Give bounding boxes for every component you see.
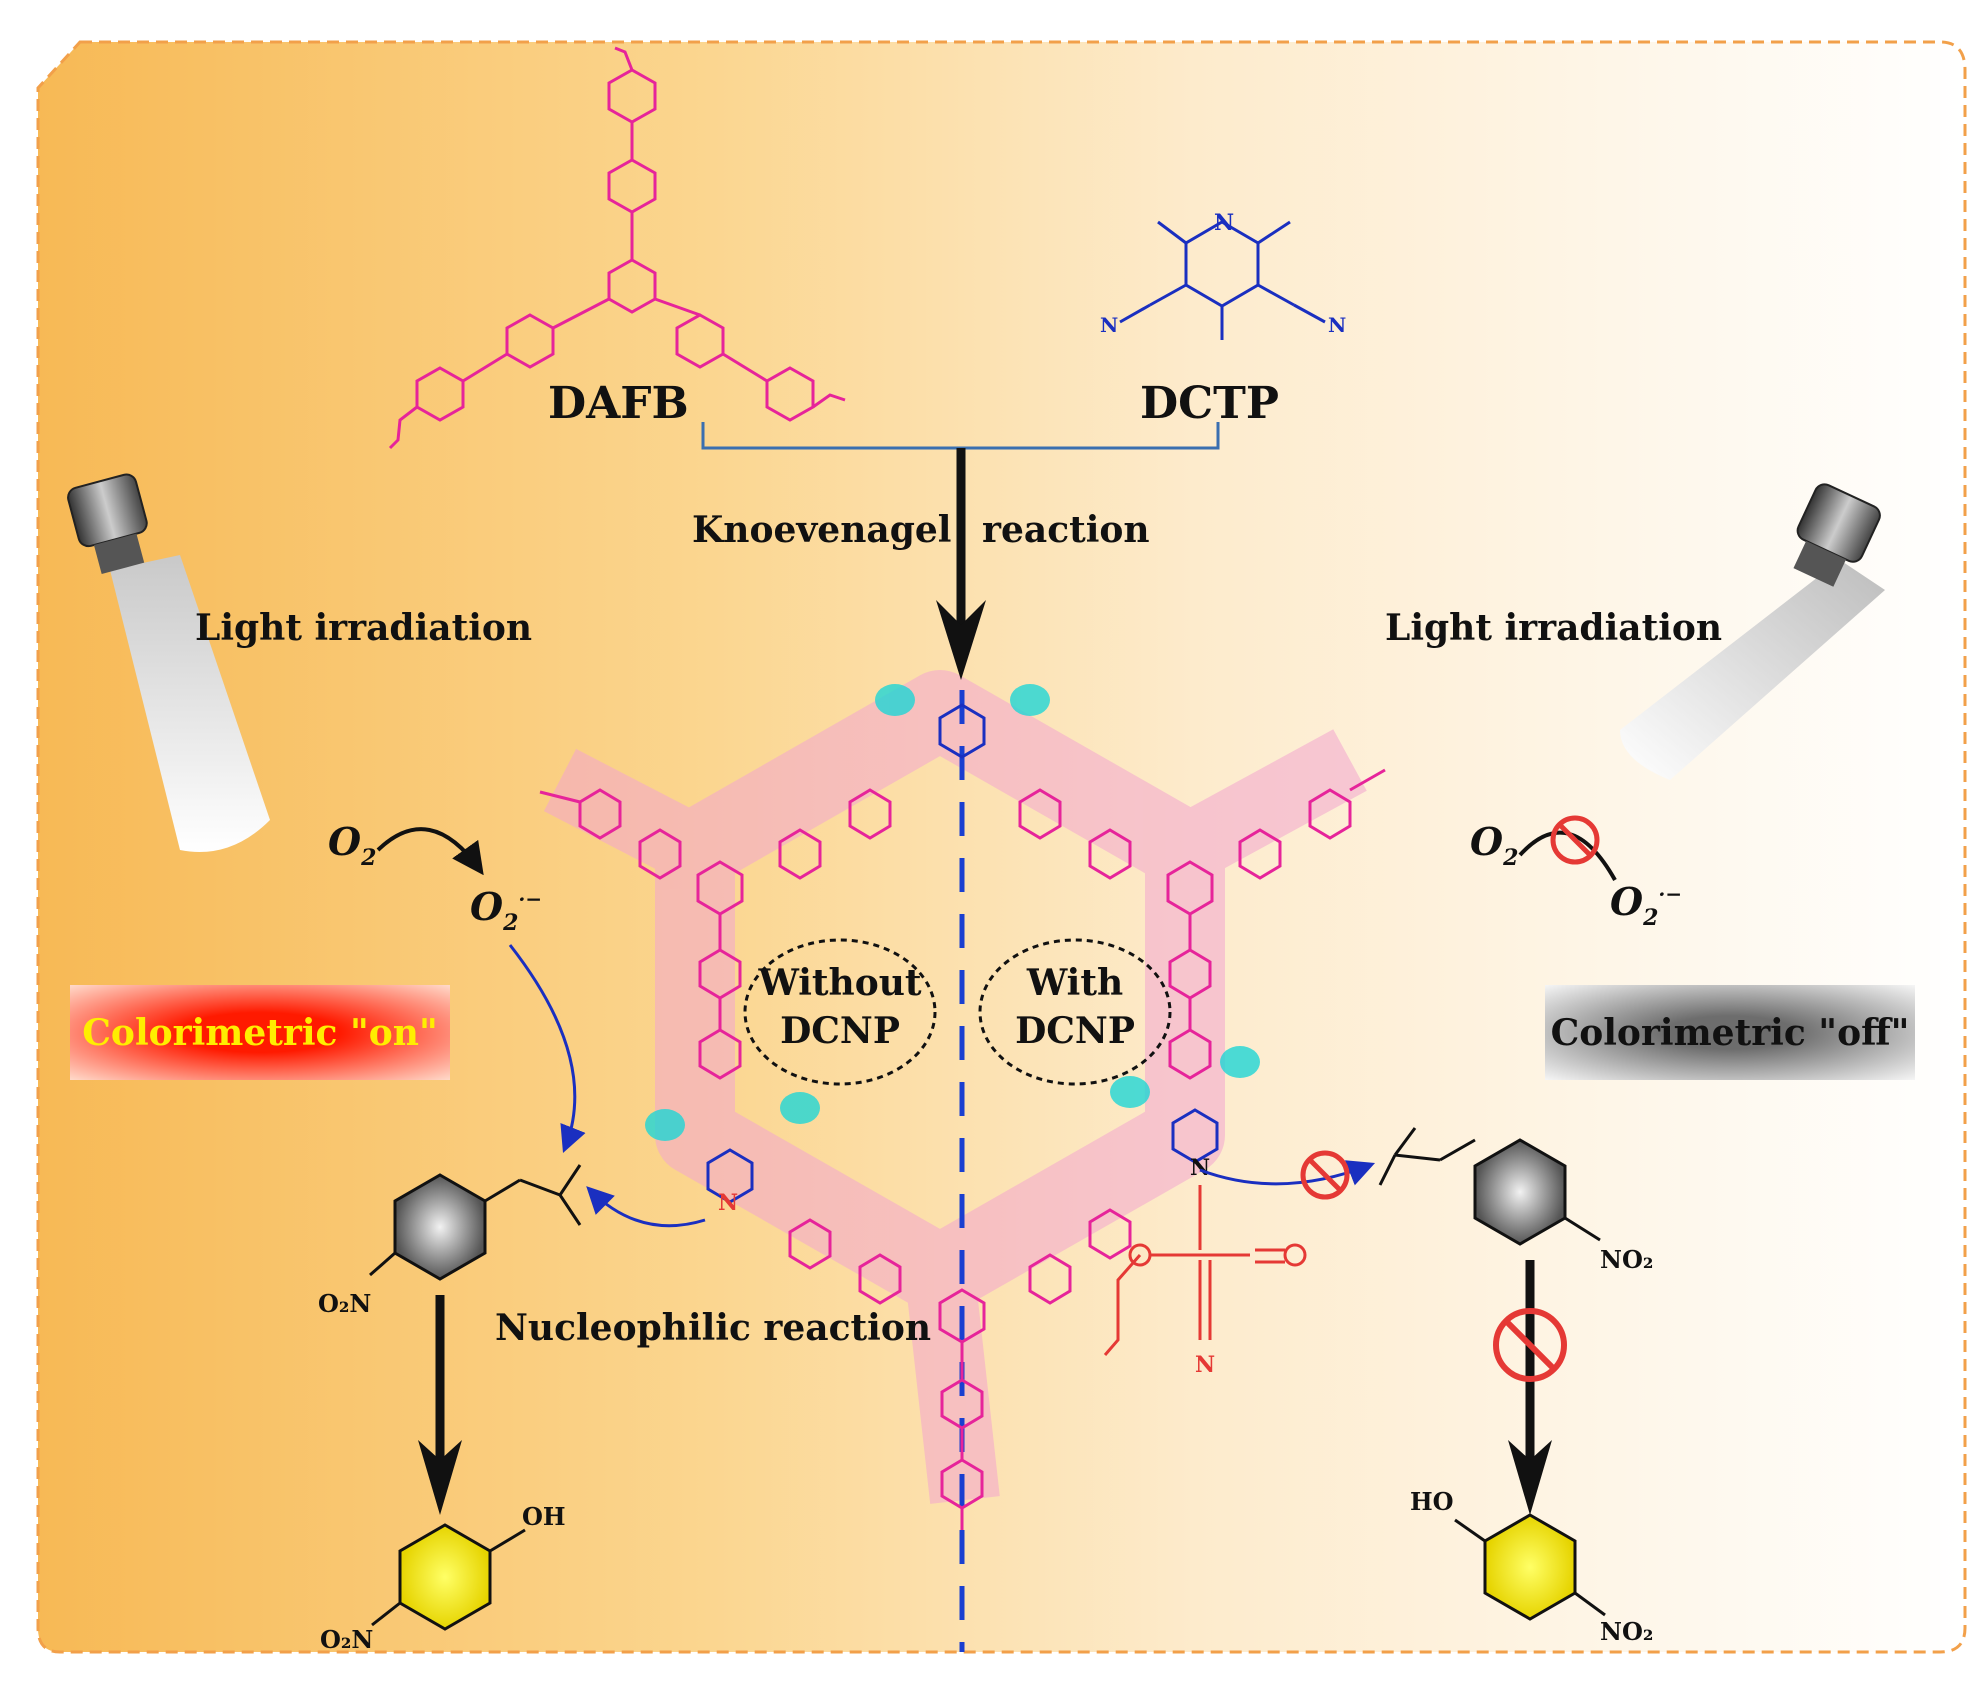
dcnp-n-label: N bbox=[1195, 1352, 1215, 1378]
product-arrow-left bbox=[418, 1295, 462, 1515]
pore-circle-with bbox=[978, 938, 1172, 1086]
knoevenagel-label: Knoevenagel bbox=[692, 509, 951, 551]
o2-arrow-left bbox=[376, 827, 484, 876]
cof-glow bbox=[543, 670, 1367, 1504]
reaction-arrow bbox=[936, 448, 986, 680]
nitro-label-right-1: NO₂ bbox=[1600, 1245, 1653, 1274]
pore-with-line1: With bbox=[1026, 962, 1123, 1004]
nitro-label-left-2: O₂N bbox=[320, 1625, 373, 1654]
dafb-label: DAFB bbox=[548, 378, 689, 429]
lamp-icon-left bbox=[67, 473, 270, 852]
colorimetric-on-label: Colorimetric "on" bbox=[82, 1012, 437, 1054]
lamp-icon-right bbox=[1620, 483, 1885, 780]
o2-right: O2 bbox=[1470, 819, 1518, 871]
dctp-cn-left-label: N bbox=[1100, 313, 1118, 337]
colorimetric-off-label: Colorimetric "off" bbox=[1551, 1012, 1910, 1054]
colorimetric-on-badge bbox=[70, 985, 450, 1080]
reaction-label: reaction bbox=[982, 509, 1150, 551]
superoxide-left: O2·− bbox=[470, 884, 542, 936]
dctp-label: DCTP bbox=[1140, 378, 1279, 429]
dafb-molecule bbox=[388, 46, 846, 450]
o2-left: O2 bbox=[328, 819, 376, 871]
nitrophenyl-acetate-right bbox=[1378, 1127, 1601, 1246]
pore-circle-without bbox=[743, 938, 937, 1086]
cof-n-right: N bbox=[1190, 1155, 1210, 1181]
blocked-icon-o2 bbox=[1550, 815, 1600, 865]
colorimetric-off-badge bbox=[1545, 985, 1915, 1080]
cof-n-left: N bbox=[718, 1190, 738, 1216]
dctp-molecule bbox=[1119, 220, 1326, 340]
product-arrow-right bbox=[1508, 1260, 1552, 1515]
pore-with-line2: DCNP bbox=[1015, 1010, 1135, 1052]
background-panel bbox=[36, 40, 1967, 1654]
nitro-label-left-1: O₂N bbox=[318, 1289, 371, 1318]
hydroxyl-label-left: OH bbox=[522, 1502, 566, 1531]
nitrophenyl-acetate-left bbox=[369, 1164, 582, 1281]
light-irradiation-left: Light irradiation bbox=[195, 607, 532, 649]
ho-label-right: HO bbox=[1410, 1487, 1454, 1516]
light-irradiation-right: Light irradiation bbox=[1385, 607, 1722, 649]
nucleophilic-arrow bbox=[586, 1186, 706, 1228]
cof-cyan-accents bbox=[645, 684, 1260, 1141]
pore-without-line1: Without bbox=[757, 962, 921, 1004]
blocked-icon-attack bbox=[1300, 1150, 1350, 1200]
cof-dctp-nodes bbox=[706, 703, 1219, 1204]
dctp-n-label: N bbox=[1214, 210, 1234, 236]
nitrophenol-left bbox=[371, 1523, 526, 1631]
cof-framework bbox=[539, 768, 1386, 1530]
nitro-label-right-2: NO₂ bbox=[1600, 1617, 1653, 1646]
dcnp-bound-molecule bbox=[1103, 1185, 1307, 1356]
superoxide-attack-arrow bbox=[508, 944, 586, 1154]
nucleophilic-label: Nucleophilic reaction bbox=[495, 1307, 931, 1349]
nitrophenol-right bbox=[1454, 1513, 1606, 1621]
pore-without-line2: DCNP bbox=[780, 1010, 900, 1052]
superoxide-right: O2·− bbox=[1610, 879, 1682, 931]
dctp-cn-right-label: N bbox=[1328, 313, 1346, 337]
blocked-icon-product bbox=[1493, 1308, 1567, 1382]
